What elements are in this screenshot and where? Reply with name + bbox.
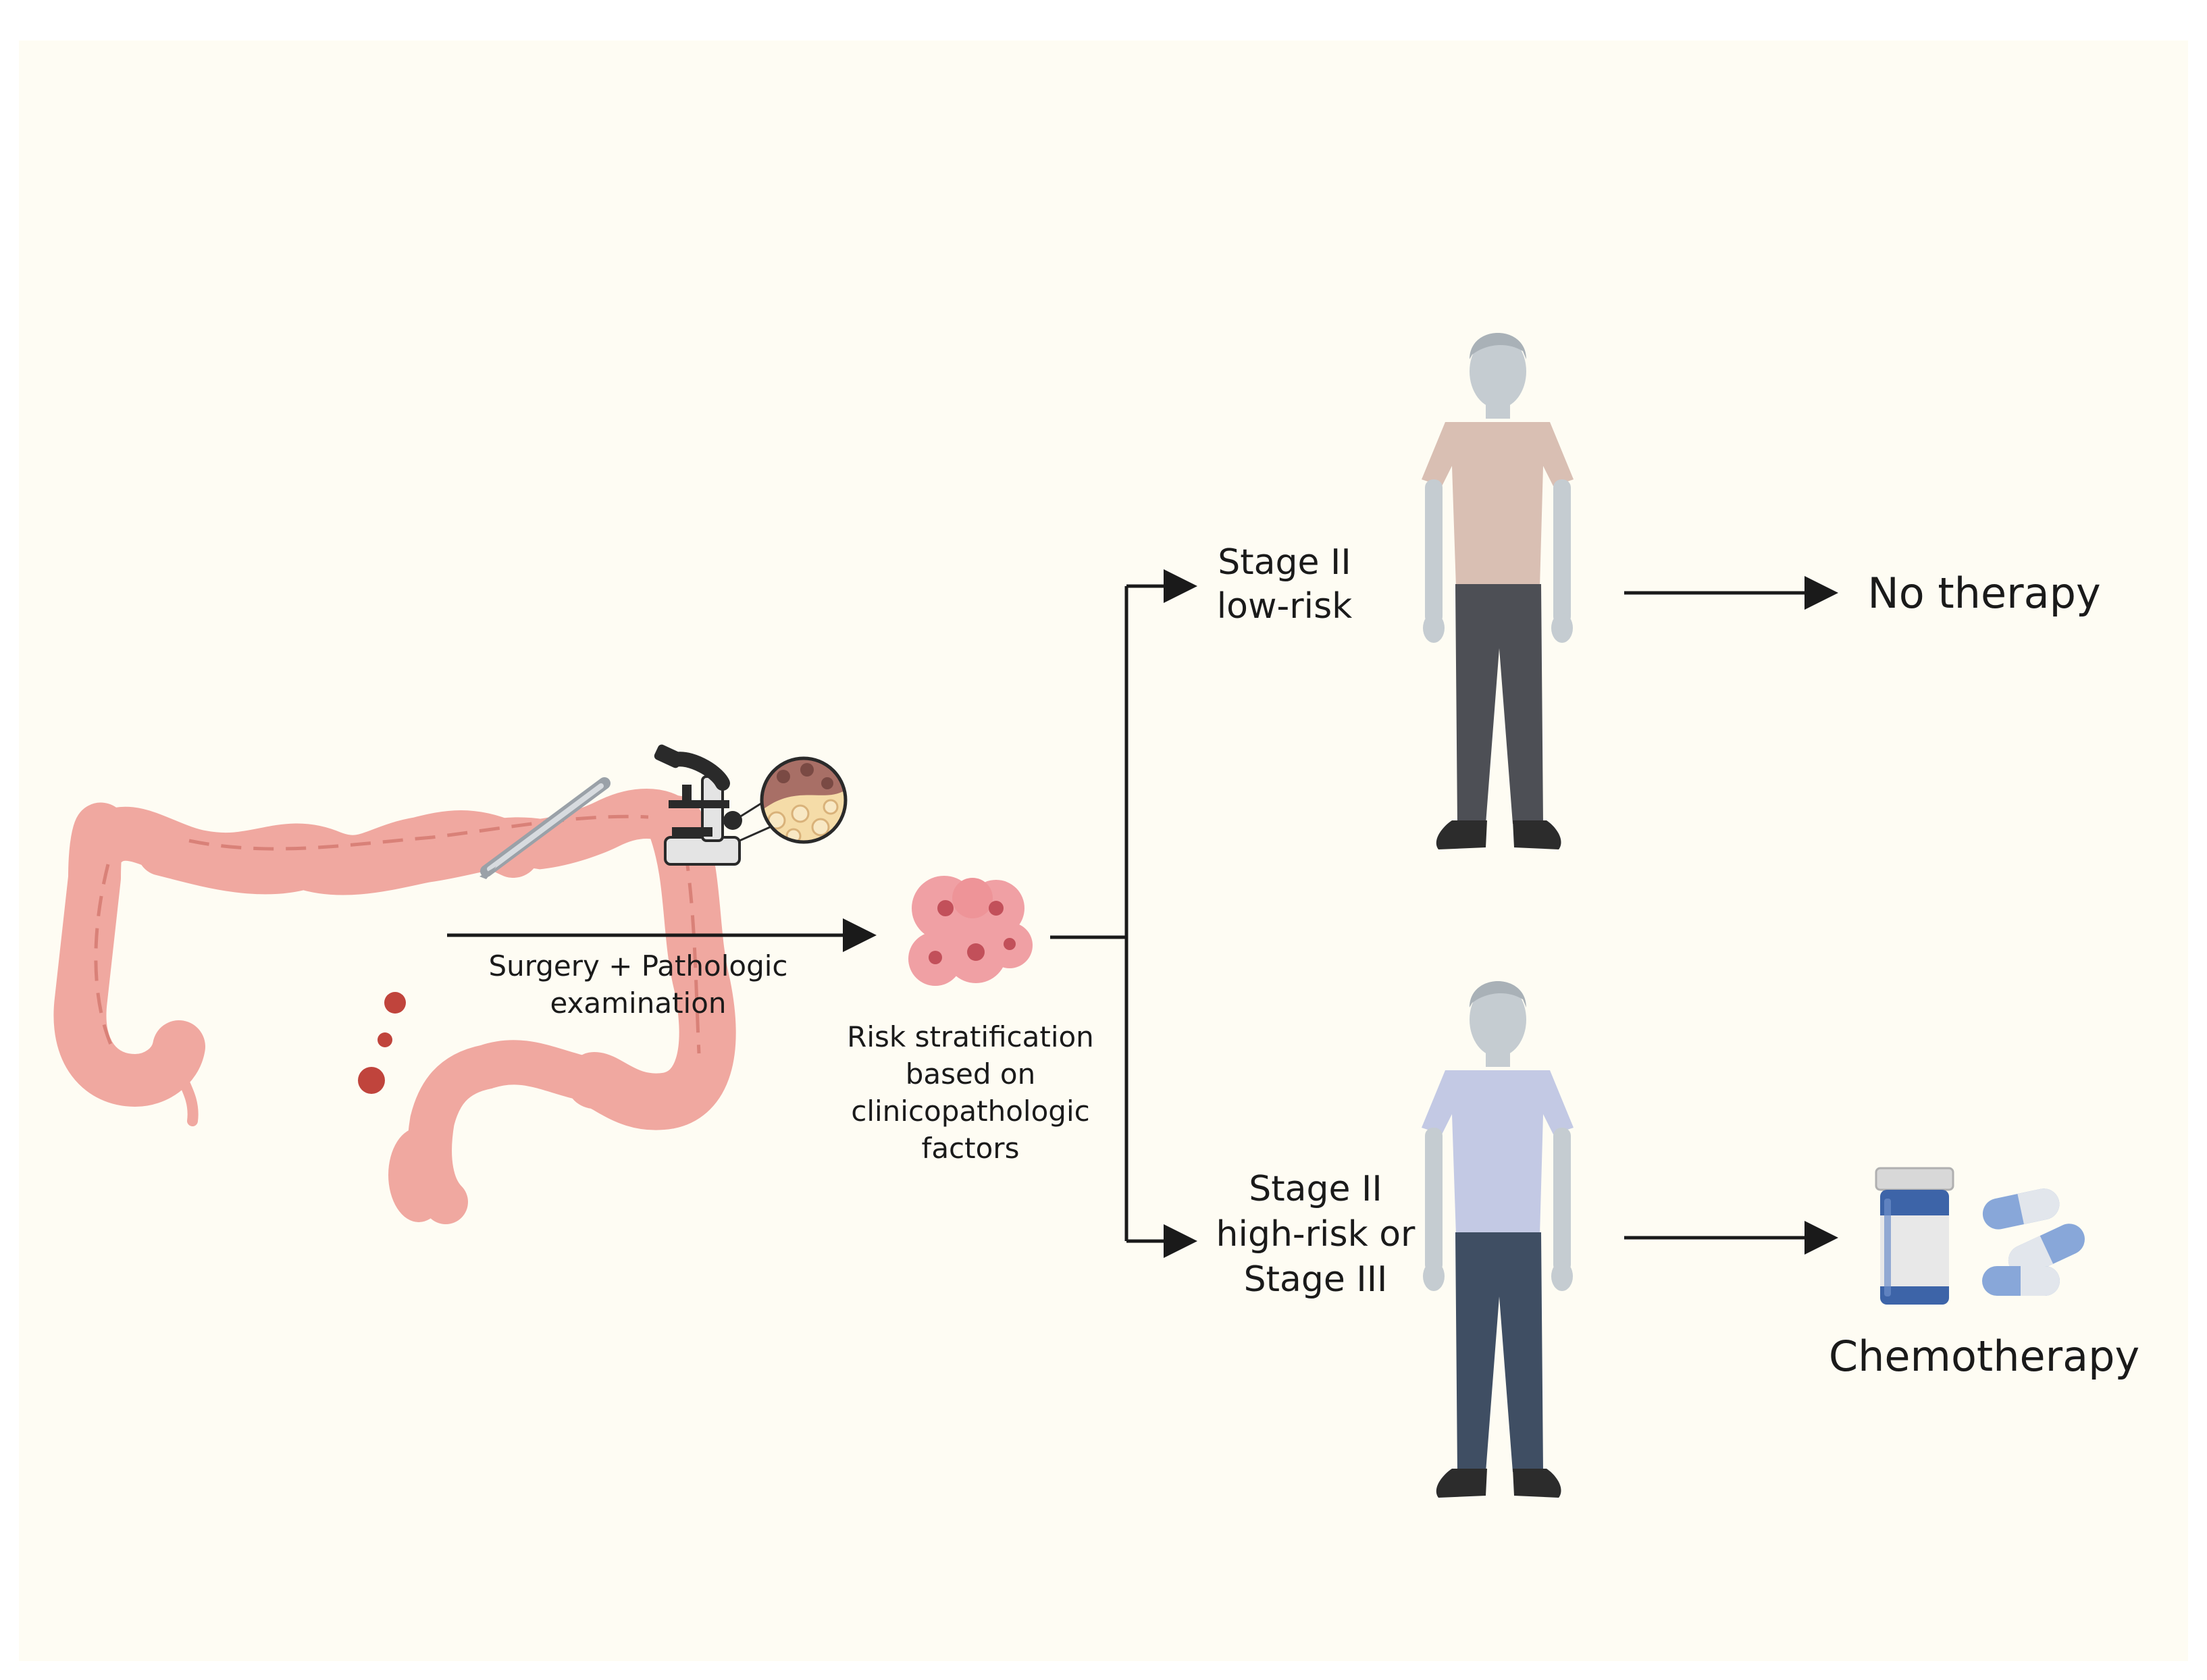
tumor (384, 992, 406, 1014)
risk-label-line3: clinicopathologic (851, 1095, 1089, 1128)
tumor (358, 1067, 385, 1094)
surgery-label-line2: examination (550, 987, 726, 1020)
pill-bottle-icon (1875, 1167, 1954, 1305)
high-risk-label-line1: Stage II (1249, 1169, 1382, 1209)
flow-arrows (447, 569, 1838, 1258)
risk-label-line1: Risk stratification (847, 1020, 1094, 1053)
high-risk-label-line3: Stage III (1244, 1259, 1388, 1300)
no-therapy-label: No therapy (1867, 569, 2100, 618)
chemotherapy-label: Chemotherapy (1829, 1332, 2139, 1381)
tissue-magnifier-icon (739, 756, 848, 844)
tumor (378, 1032, 392, 1047)
microscope-icon (654, 744, 742, 866)
low-risk-label-line1: Stage II (1218, 542, 1351, 583)
risk-label-line4: factors (922, 1132, 1020, 1165)
low-risk-label-line2: low-risk (1217, 586, 1353, 627)
colon-icon (53, 789, 736, 1224)
cancer-cells-icon (908, 876, 1033, 986)
surgery-label-line1: Surgery + Pathologic (488, 949, 787, 982)
person-high-risk-icon (1422, 981, 1574, 1498)
person-low-risk-icon (1422, 333, 1574, 849)
risk-label-line2: based on (906, 1057, 1035, 1091)
high-risk-label-line2: high-risk or (1216, 1214, 1416, 1255)
scalpel-icon (479, 777, 611, 879)
pills-icon (1982, 1188, 2085, 1296)
